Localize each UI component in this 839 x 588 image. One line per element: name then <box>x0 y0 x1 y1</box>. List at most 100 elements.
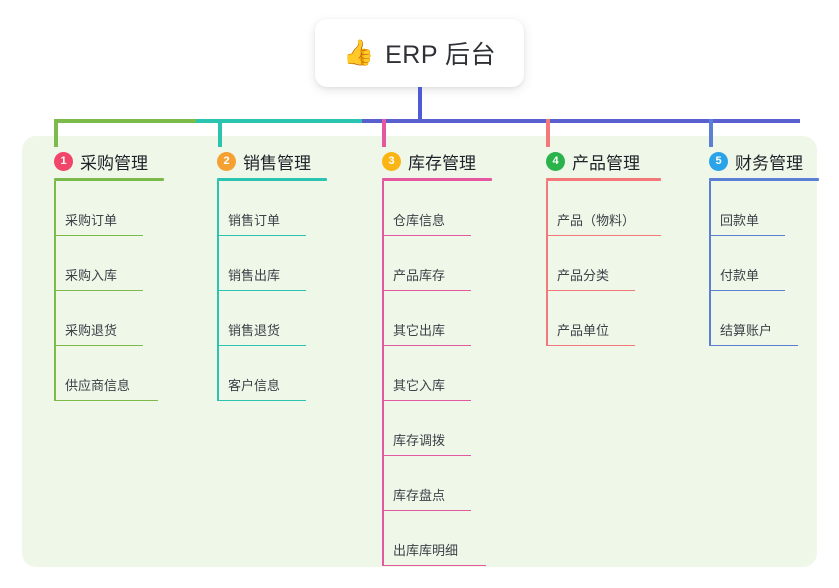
column-title-4: 产品管理 <box>572 153 640 173</box>
leaf-item[interactable]: 产品（物料） <box>528 181 678 236</box>
leaf-connector-stem <box>217 346 219 401</box>
leaf-item[interactable]: 库存调拨 <box>364 401 514 456</box>
leaf-item[interactable]: 产品库存 <box>364 236 514 291</box>
leaf-connector-stem <box>382 236 384 291</box>
leaf-connector-stem <box>546 181 548 236</box>
leaf-connector-stem <box>709 291 711 346</box>
column-3: 3 库存管理仓库信息产品库存其它出库其它入库库存调拨库存盘点出库库明细 <box>364 144 514 566</box>
column-underline-4 <box>546 178 661 181</box>
column-items-5: 回款单付款单结算账户 <box>691 181 821 346</box>
leaf-item[interactable]: 仓库信息 <box>364 181 514 236</box>
leaf-item[interactable]: 销售出库 <box>199 236 349 291</box>
leaf-connector-stem <box>382 401 384 456</box>
column-header-1[interactable]: 1 采购管理 <box>36 144 186 178</box>
leaf-item-underline <box>382 344 471 346</box>
leaf-item-label: 销售退货 <box>228 323 281 338</box>
leaf-item-underline <box>382 564 486 566</box>
column-2: 2 销售管理销售订单销售出库销售退货客户信息 <box>199 144 349 401</box>
leaf-item[interactable]: 采购订单 <box>36 181 186 236</box>
leaf-item[interactable]: 产品分类 <box>528 236 678 291</box>
leaf-connector-stem <box>546 236 548 291</box>
leaf-item-label: 其它出库 <box>393 323 446 338</box>
leaf-item-label: 产品库存 <box>393 268 446 283</box>
leaf-item-underline <box>709 344 798 346</box>
leaf-item[interactable]: 回款单 <box>691 181 821 236</box>
column-underline-2 <box>217 178 327 181</box>
connector-bar-segment-2 <box>196 119 366 123</box>
column-header-4[interactable]: 4 产品管理 <box>528 144 678 178</box>
leaf-item-underline <box>217 399 306 401</box>
leaf-item[interactable]: 结算账户 <box>691 291 821 346</box>
connector-drop-5 <box>709 119 713 147</box>
column-underline-3 <box>382 178 492 181</box>
leaf-item-underline <box>546 344 635 346</box>
leaf-item[interactable]: 其它入库 <box>364 346 514 401</box>
column-badge-1: 1 <box>54 151 73 171</box>
column-1: 1 采购管理采购订单采购入库采购退货供应商信息 <box>36 144 186 401</box>
connector-drop-1 <box>54 119 58 147</box>
leaf-item[interactable]: 销售订单 <box>199 181 349 236</box>
leaf-item-underline <box>546 234 661 236</box>
column-items-2: 销售订单销售出库销售退货客户信息 <box>199 181 349 401</box>
leaf-connector-stem <box>382 456 384 511</box>
leaf-item-label: 库存盘点 <box>393 488 446 503</box>
leaf-item-label: 产品单位 <box>557 323 610 338</box>
leaf-item-label: 产品（物料） <box>557 213 636 228</box>
column-title-2: 销售管理 <box>243 153 311 173</box>
leaf-item-label: 采购订单 <box>65 213 118 228</box>
leaf-item-underline <box>54 289 143 291</box>
leaf-item-underline <box>54 399 158 401</box>
leaf-item-label: 仓库信息 <box>393 213 446 228</box>
leaf-connector-stem <box>382 346 384 401</box>
leaf-item-label: 采购退货 <box>65 323 118 338</box>
leaf-item-underline <box>217 344 306 346</box>
leaf-connector-stem <box>709 236 711 291</box>
leaf-item[interactable]: 供应商信息 <box>36 346 186 401</box>
leaf-connector-stem <box>217 291 219 346</box>
leaf-item[interactable]: 客户信息 <box>199 346 349 401</box>
column-header-3[interactable]: 3 库存管理 <box>364 144 514 178</box>
connector-drop-3 <box>382 119 386 147</box>
leaf-item[interactable]: 付款单 <box>691 236 821 291</box>
leaf-item-underline <box>709 289 785 291</box>
leaf-item-underline <box>709 234 785 236</box>
leaf-item-underline <box>546 289 635 291</box>
leaf-item-label: 结算账户 <box>720 323 773 338</box>
column-title-3: 库存管理 <box>408 153 476 173</box>
leaf-item[interactable]: 采购退货 <box>36 291 186 346</box>
leaf-item-label: 供应商信息 <box>65 378 131 393</box>
leaf-connector-stem <box>709 181 711 236</box>
column-badge-3: 3 <box>382 151 401 171</box>
thumbs-up-icon: 👍 <box>342 38 375 67</box>
leaf-connector-stem <box>54 346 56 401</box>
column-badge-2: 2 <box>217 151 236 171</box>
root-node-card[interactable]: 👍 ERP 后台 <box>315 19 524 87</box>
leaf-item-label: 出库库明细 <box>393 543 459 558</box>
leaf-connector-stem <box>382 181 384 236</box>
root-node-title: ERP 后台 <box>385 41 497 69</box>
leaf-item[interactable]: 采购入库 <box>36 236 186 291</box>
leaf-item-underline <box>382 454 471 456</box>
leaf-connector-stem <box>217 181 219 236</box>
leaf-item[interactable]: 其它出库 <box>364 291 514 346</box>
connector-bar-segment-1 <box>54 119 200 123</box>
leaf-connector-stem <box>54 291 56 346</box>
column-badge-4: 4 <box>546 151 565 171</box>
leaf-item-label: 产品分类 <box>557 268 610 283</box>
leaf-connector-stem <box>382 511 384 566</box>
leaf-item-underline <box>217 234 306 236</box>
leaf-item[interactable]: 产品单位 <box>528 291 678 346</box>
column-header-2[interactable]: 2 销售管理 <box>199 144 349 178</box>
leaf-item-label: 销售订单 <box>228 213 281 228</box>
column-underline-5 <box>709 178 819 181</box>
background-panel <box>22 136 817 567</box>
leaf-item[interactable]: 出库库明细 <box>364 511 514 566</box>
leaf-item[interactable]: 库存盘点 <box>364 456 514 511</box>
leaf-item-underline <box>54 234 143 236</box>
leaf-item-label: 付款单 <box>720 268 760 283</box>
leaf-item[interactable]: 销售退货 <box>199 291 349 346</box>
column-title-1: 采购管理 <box>80 153 148 173</box>
